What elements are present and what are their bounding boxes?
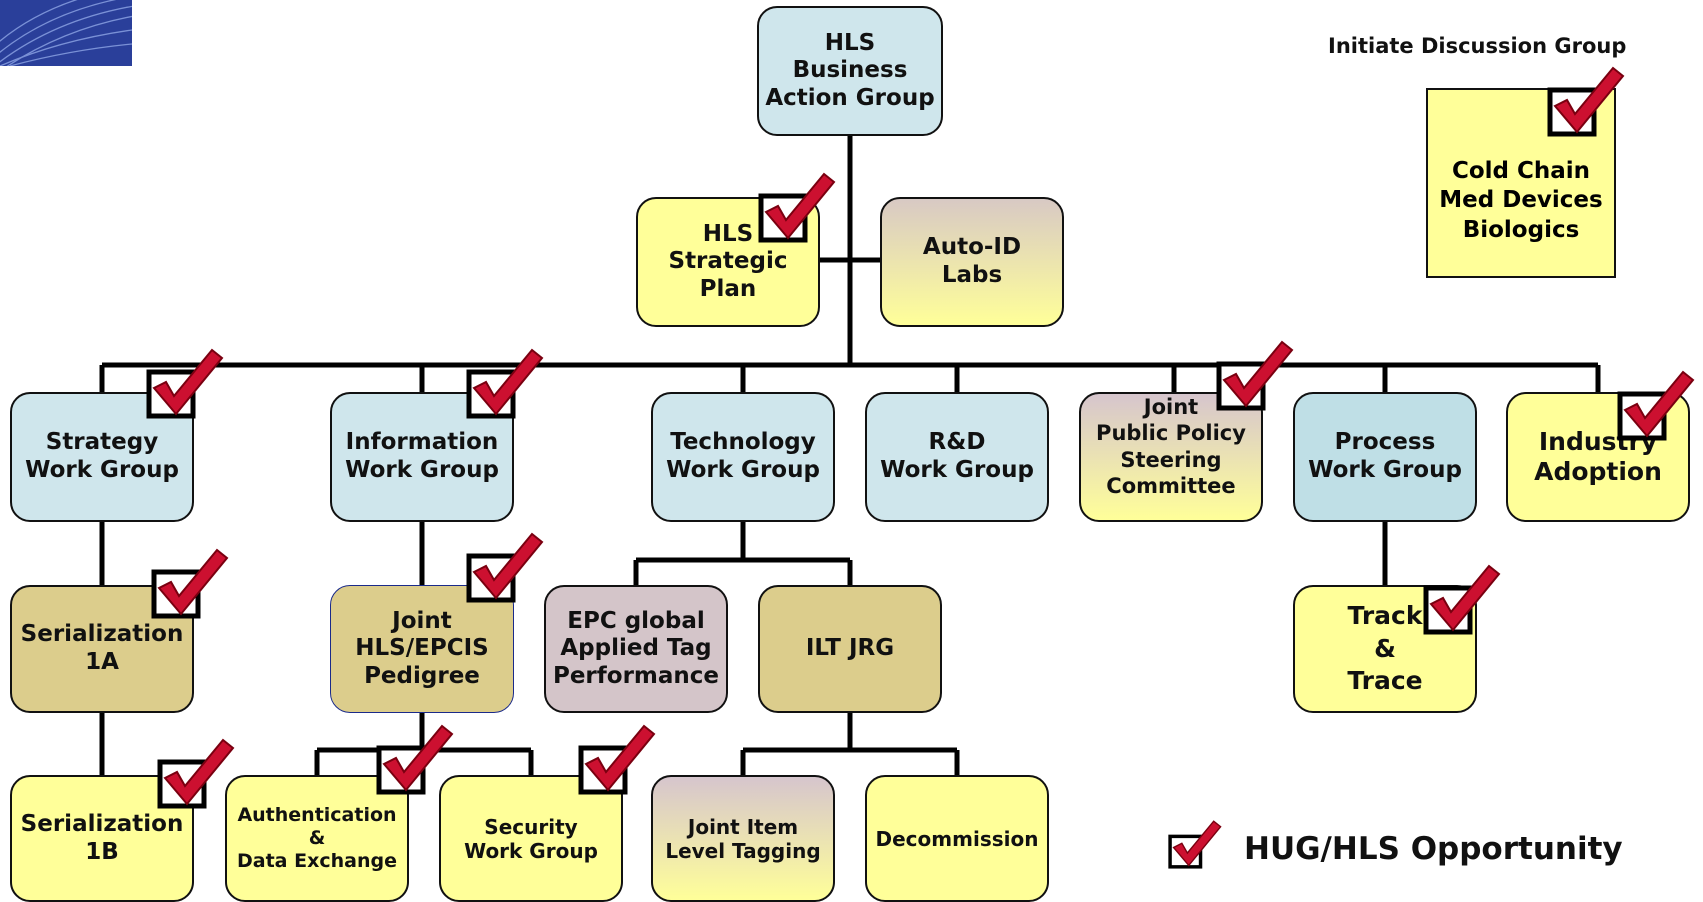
- checkmark-icon: [466, 348, 544, 419]
- node-joint-public-policy: Joint Public Policy Steering Committee: [1079, 392, 1263, 522]
- node-ilt-jrg: ILT JRG: [758, 585, 942, 713]
- initiate-discussion-heading: Initiate Discussion Group: [1328, 34, 1627, 58]
- node-hls-strategic-plan: HLS Strategic Plan: [636, 197, 820, 327]
- node-authentication-data-exchange: Authentication & Data Exchange: [225, 775, 409, 902]
- checkmark-icon: [466, 532, 544, 603]
- node-epc-global-applied-tag: EPC global Applied Tag Performance: [544, 585, 728, 713]
- logo-image: [0, 0, 132, 66]
- checkmark-icon: [376, 724, 454, 795]
- legend-label: HUG/HLS Opportunity: [1244, 831, 1623, 867]
- node-serialization-1b: Serialization 1B: [10, 775, 194, 902]
- node-hls-business-action-group: HLS Business Action Group: [757, 6, 943, 136]
- checkmark-icon: [1547, 66, 1625, 137]
- node-rd-work-group: R&D Work Group: [865, 392, 1049, 522]
- node-decommission: Decommission: [865, 775, 1049, 902]
- node-strategy-work-group: Strategy Work Group: [10, 392, 194, 522]
- node-joint-item-level-tagging: Joint Item Level Tagging: [651, 775, 835, 902]
- node-auto-id-labs: Auto-ID Labs: [880, 197, 1064, 327]
- checkmark-icon: [578, 724, 656, 795]
- checkmark-icon: [146, 348, 224, 419]
- node-security-work-group: Security Work Group: [439, 775, 623, 902]
- checkmark-icon: [1423, 564, 1501, 635]
- node-joint-hls-epcis-pedigree: Joint HLS/EPCIS Pedigree: [330, 585, 514, 713]
- checkmark-icon: [758, 172, 836, 243]
- checkmark-icon: [1216, 340, 1294, 411]
- checkmark-icon: [1168, 820, 1222, 869]
- checkmark-icon: [157, 738, 235, 809]
- node-technology-work-group: Technology Work Group: [651, 392, 835, 522]
- node-process-work-group: Process Work Group: [1293, 392, 1477, 522]
- node-serialization-1a: Serialization 1A: [10, 585, 194, 713]
- checkmark-icon: [1617, 370, 1695, 441]
- checkmark-icon: [151, 548, 229, 619]
